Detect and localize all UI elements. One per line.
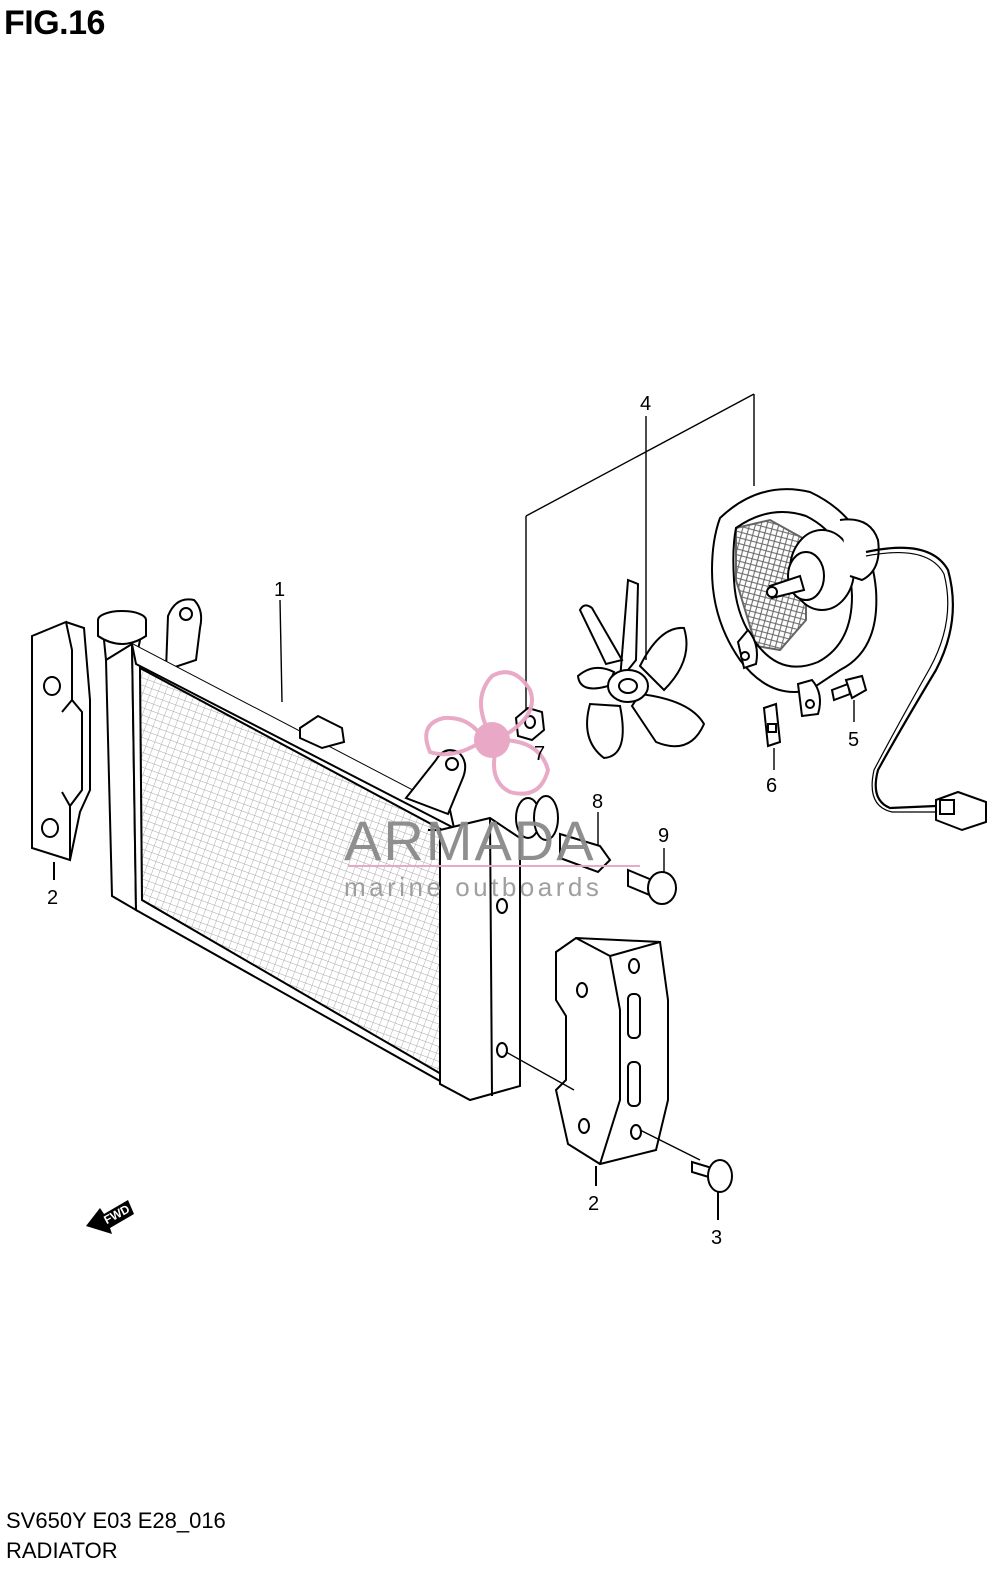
callout-mounting-bolt: 3 <box>711 1227 722 1249</box>
leader-line <box>505 1051 575 1091</box>
bolt-with-washer <box>627 848 677 905</box>
callout-right-bracket: 2 <box>588 1193 599 1215</box>
mounting-bolt <box>639 1129 733 1220</box>
callout-fan-assembly: 4 <box>640 393 651 415</box>
radiator-core <box>97 598 521 1102</box>
callout-left-bracket: 2 <box>47 887 58 909</box>
fan-screw <box>830 674 868 722</box>
clip-nut <box>762 702 782 770</box>
figure-title: FIG.16 <box>4 4 105 42</box>
left-bracket <box>31 620 91 880</box>
model-code: SV650Y E03 E28_016 <box>6 1508 226 1533</box>
section-name: RADIATOR <box>6 1538 118 1563</box>
callout-leaders <box>279 599 283 703</box>
callout-clip-nut: 6 <box>766 775 777 797</box>
propeller-icon <box>424 670 551 796</box>
callout-hex-nut: 7 <box>534 743 545 765</box>
fan-shroud <box>710 488 987 832</box>
watermark-logo: ARMADA marine outboards <box>344 670 640 902</box>
assembly-frame-lines <box>525 393 755 712</box>
forward-arrow-icon: FWD <box>86 1200 134 1234</box>
fan-blade <box>576 578 706 760</box>
right-bracket <box>554 936 669 1186</box>
watermark-brand: ARMADA <box>344 809 596 872</box>
grommet <box>515 795 612 874</box>
callout-grommet: 8 <box>592 791 603 813</box>
watermark-tagline: marine outboards <box>344 872 602 902</box>
callout-radiator: 1 <box>274 579 285 601</box>
hex-nut <box>514 706 546 742</box>
callout-bolt-with-washer: 9 <box>658 825 669 847</box>
callout-fan-screw: 5 <box>848 729 859 751</box>
